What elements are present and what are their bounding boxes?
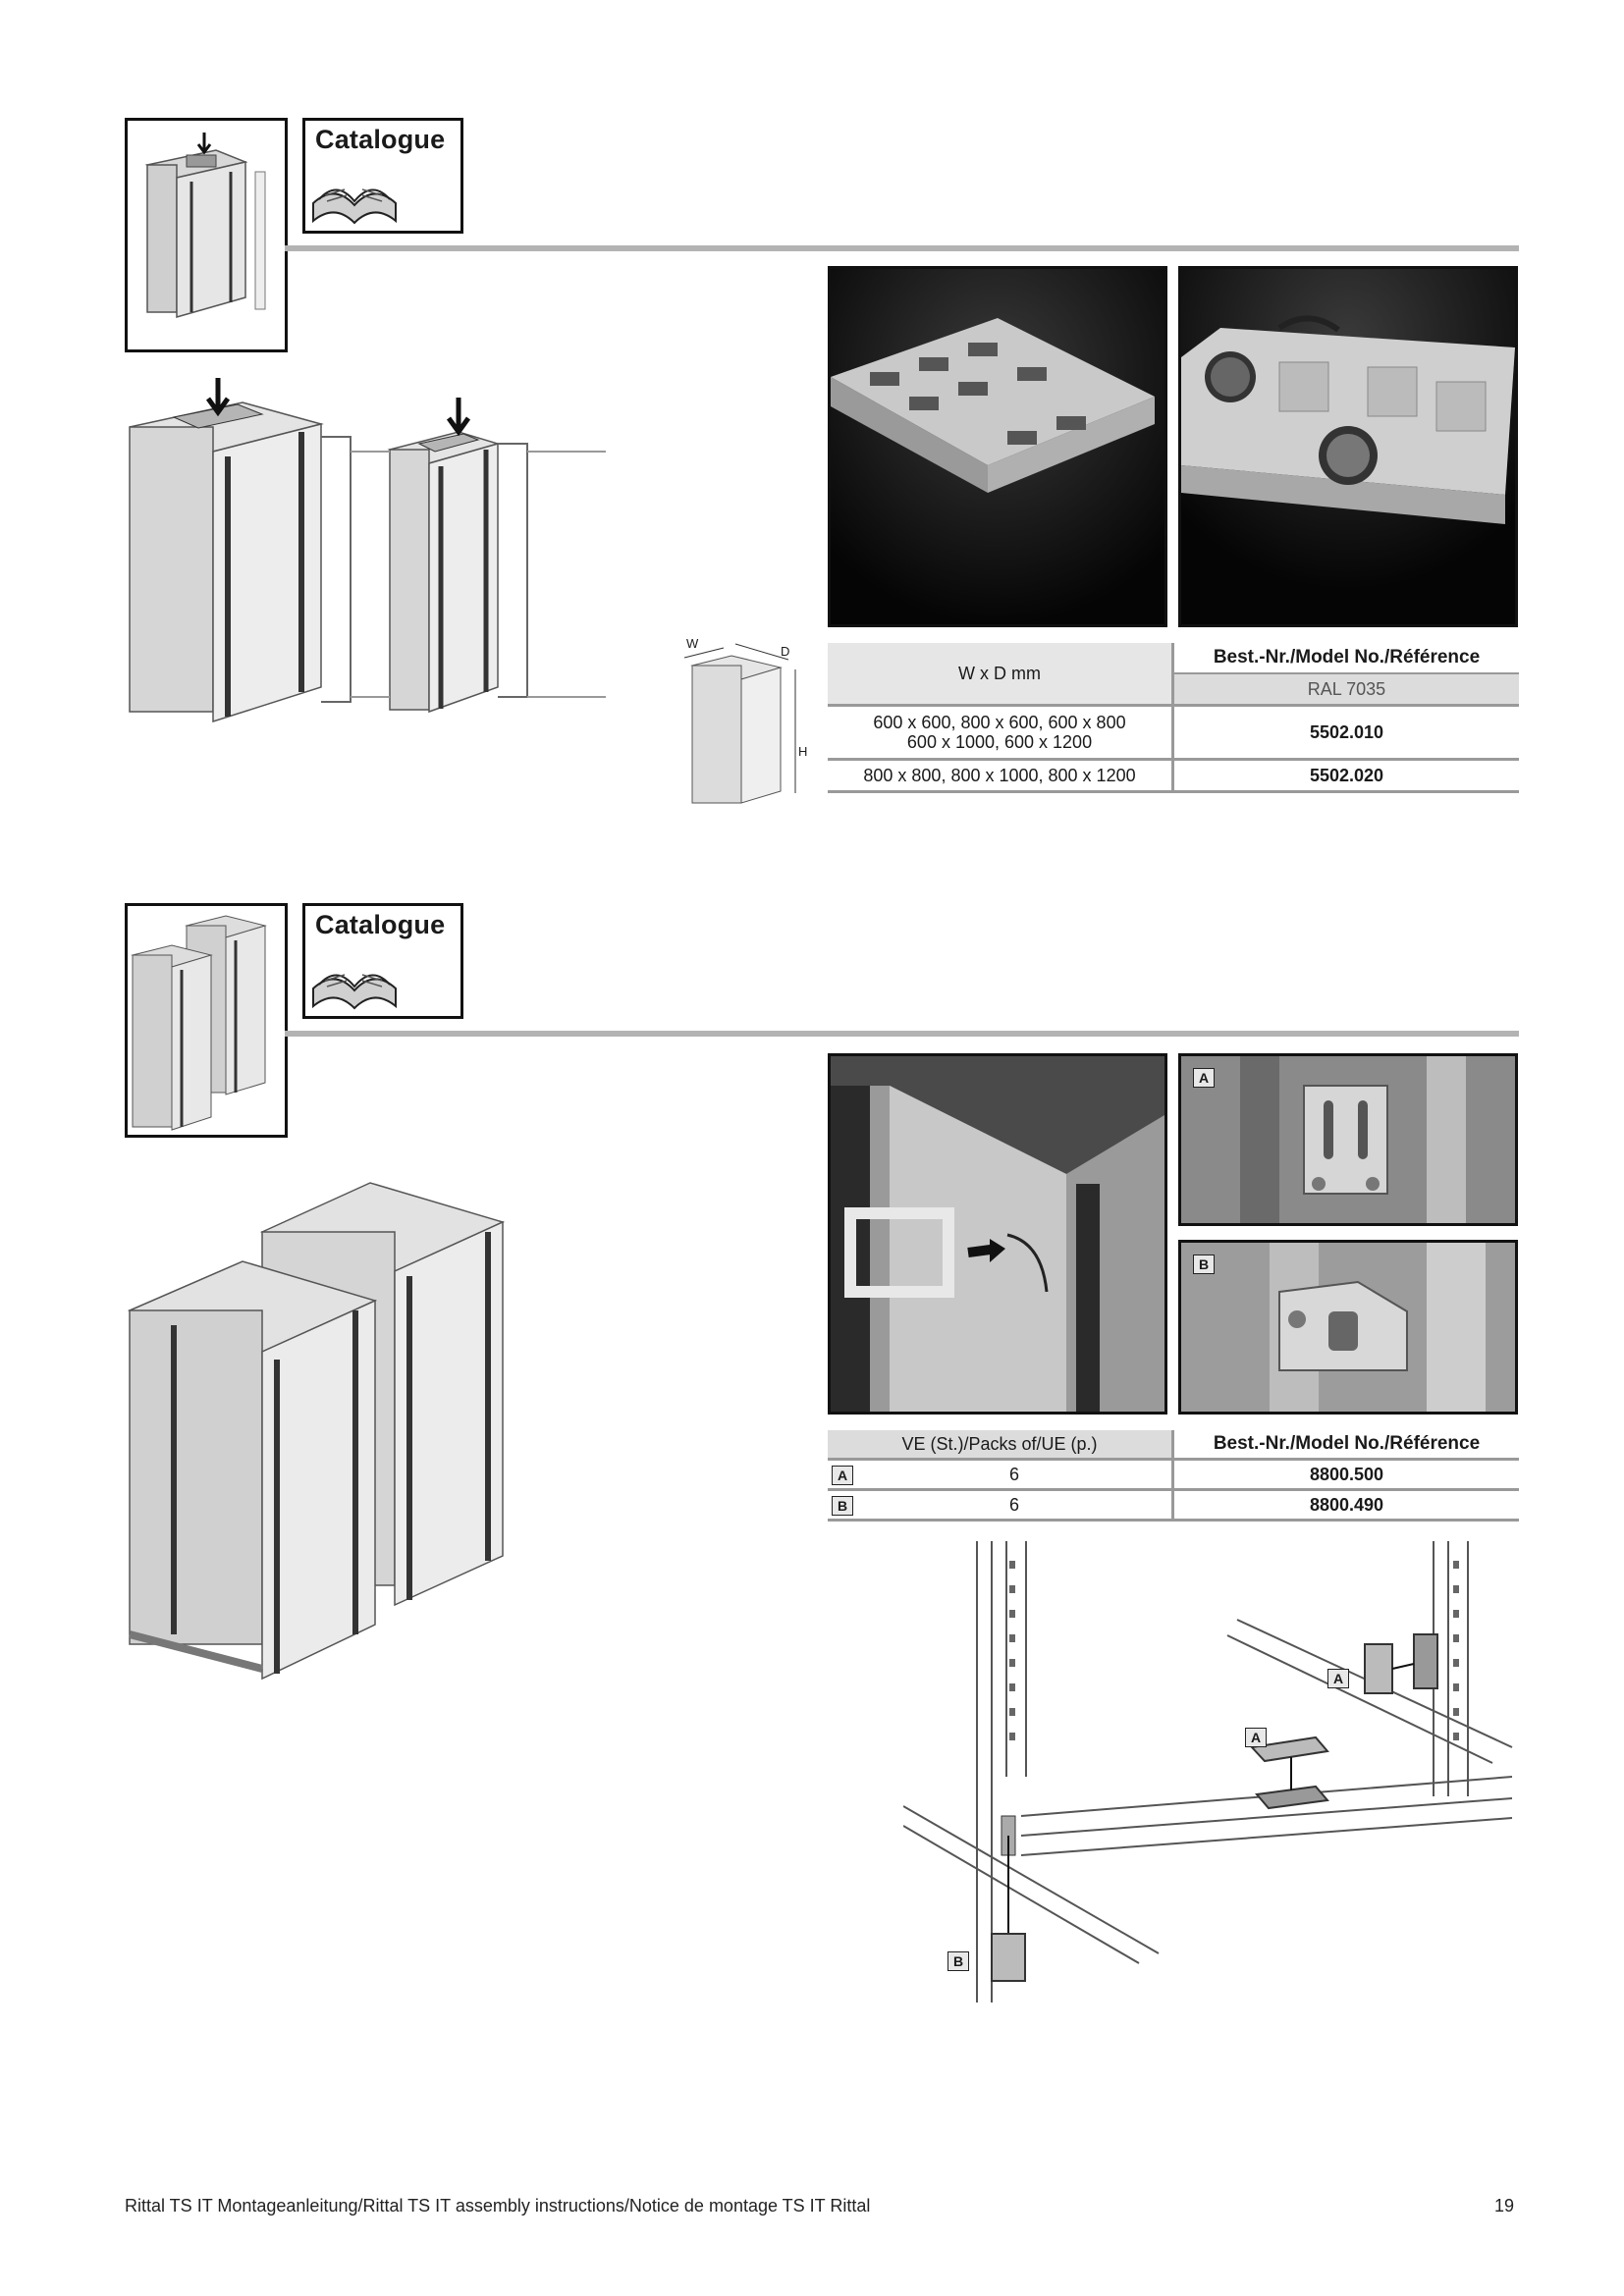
model-header: Best.-Nr./Model No./Référence <box>1172 643 1519 674</box>
baying-clamp-b-image <box>1181 1243 1515 1412</box>
row-b-qty: 6 <box>857 1489 1174 1522</box>
photo-a-label: A <box>1193 1068 1215 1088</box>
row-b-model: 8800.490 <box>1172 1489 1519 1522</box>
baying-cabinets-thumbnail-icon <box>131 915 267 1131</box>
size-row-1: 600 x 600, 800 x 600, 600 x 800 600 x 10… <box>828 705 1174 761</box>
size-row-2: 800 x 800, 800 x 1000, 800 x 1200 <box>828 759 1174 793</box>
dimension-w-label: W <box>686 636 699 651</box>
diagram-label-a1: A <box>1327 1669 1349 1688</box>
catalogue-label: Catalogue <box>315 910 446 939</box>
footer-text: Rittal TS IT Montageanleitung/Rittal TS … <box>125 2196 871 2216</box>
section2-divider <box>285 1031 1519 1037</box>
section1-divider <box>285 245 1519 251</box>
baying-door-photo <box>828 1053 1167 1415</box>
diagram-label-a2: A <box>1245 1728 1267 1747</box>
row-a-badge: A <box>832 1465 853 1485</box>
size-row-1-line1: 600 x 600, 800 x 600, 600 x 800 <box>873 713 1126 732</box>
ral-subheader: RAL 7035 <box>1172 673 1519 707</box>
baying-cabinets-drawing <box>127 1182 506 1681</box>
model-header: Best.-Nr./Model No./Référence <box>1172 1430 1519 1461</box>
size-header: W x D mm <box>828 643 1174 707</box>
roof-plate-vented-photo <box>828 266 1167 627</box>
catalogue-label: Catalogue <box>315 125 446 154</box>
fan-roof-plate-image <box>1181 269 1515 624</box>
row-a-qty: 6 <box>857 1459 1174 1491</box>
dimension-h-label: H <box>798 744 808 759</box>
pack-header: VE (St.)/Packs of/UE (p.) <box>828 1430 1174 1461</box>
catalogue-book-icon <box>312 974 397 1010</box>
baying-clamp-diagram: A A B <box>902 1541 1522 2022</box>
section1-cabinet-illustration <box>125 363 616 854</box>
cabinet-thumbnail-icon <box>144 133 266 318</box>
catalogue-book-icon <box>312 188 397 225</box>
cabinet-dimension-drawing <box>683 643 796 804</box>
roof-plate-fan-photo <box>1178 266 1518 627</box>
baying-clamp-a-image <box>1181 1056 1515 1223</box>
section2-thumbnail <box>125 903 288 1138</box>
dimension-sketch: W D H <box>673 636 820 832</box>
photo-b: B <box>1178 1240 1518 1415</box>
cabinet-roof-assembly-drawing <box>129 378 606 723</box>
clamp-assembly-drawing <box>902 1541 1513 2002</box>
baying-door-image <box>831 1056 1164 1412</box>
dimension-d-label: D <box>781 644 790 659</box>
model-row-2: 5502.020 <box>1172 759 1519 793</box>
section1-spec-table: W x D mm Best.-Nr./Model No./Référence R… <box>828 643 1519 793</box>
section2-catalogue-box: Catalogue <box>302 903 463 1019</box>
diagram-label-b: B <box>947 1951 969 1971</box>
section1-catalogue-box: Catalogue <box>302 118 463 234</box>
section1-thumbnail <box>125 118 288 352</box>
row-b-badge: B <box>832 1495 853 1516</box>
photo-a: A <box>1178 1053 1518 1226</box>
section2-baying-illustration <box>125 1163 547 1683</box>
photo-b-label: B <box>1193 1255 1215 1274</box>
page-number: 19 <box>1494 2196 1515 2216</box>
row-a-letter: A <box>828 1459 857 1491</box>
model-row-1: 5502.010 <box>1172 705 1519 761</box>
row-b-letter: B <box>828 1489 857 1522</box>
vented-roof-plate-image <box>831 269 1164 624</box>
section2-spec-table: VE (St.)/Packs of/UE (p.) Best.-Nr./Mode… <box>828 1430 1519 1522</box>
size-row-1-line2: 600 x 1000, 600 x 1200 <box>906 732 1093 752</box>
row-a-model: 8800.500 <box>1172 1459 1519 1491</box>
